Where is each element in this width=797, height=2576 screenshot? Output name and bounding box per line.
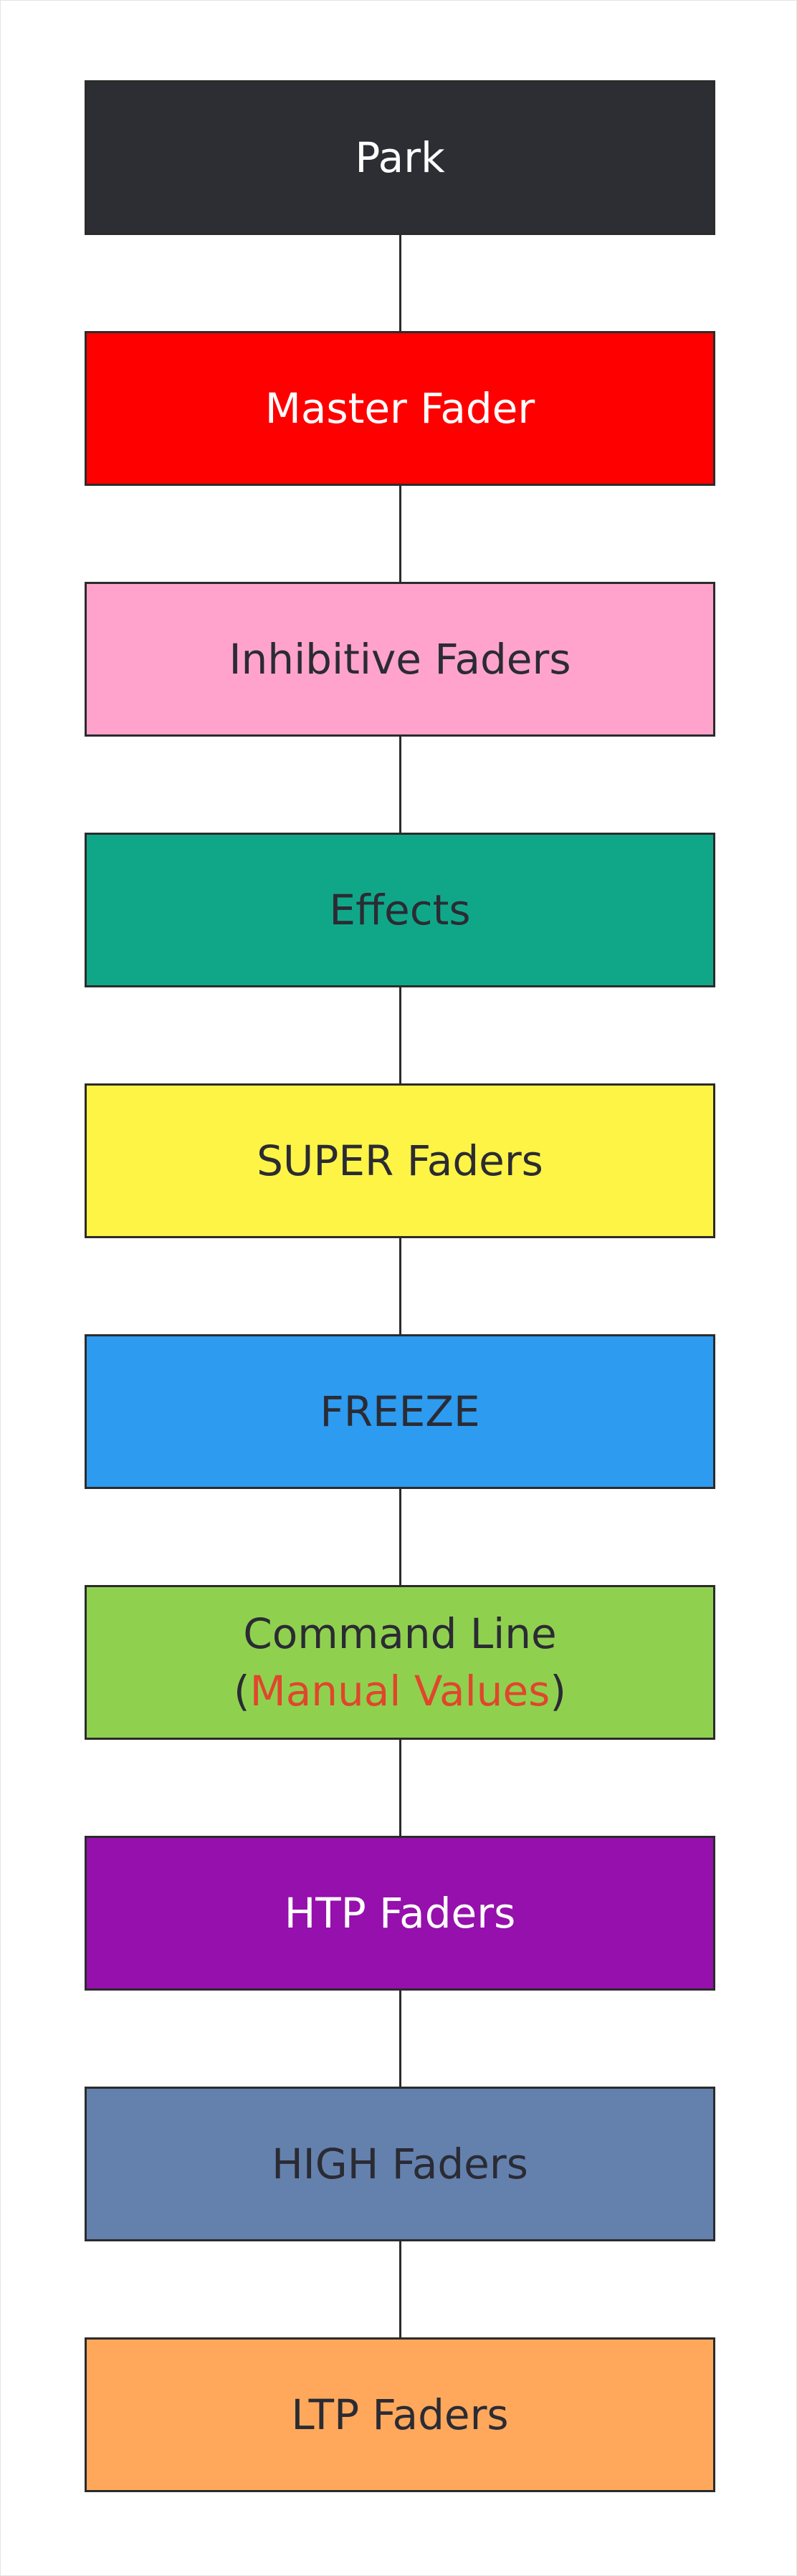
connector <box>398 1238 401 1334</box>
node-label: FREEZE <box>320 1387 480 1436</box>
node-master-fader: Master Fader <box>85 331 715 486</box>
node-freeze: FREEZE <box>85 1334 715 1489</box>
connector <box>398 235 401 331</box>
node-super-faders: SUPER Faders <box>85 1083 715 1238</box>
node-label: Command Line <box>243 1609 557 1658</box>
node-label: SUPER Faders <box>257 1136 543 1185</box>
node-label: Master Fader <box>264 384 535 433</box>
priority-stack: Park Master Fader Inhibitive Faders Effe… <box>85 80 715 2492</box>
node-ltp-faders: LTP Faders <box>85 2337 715 2492</box>
node-command-line: Command Line (Manual Values) <box>85 1585 715 1740</box>
node-high-faders: HIGH Faders <box>85 2087 715 2241</box>
node-park: Park <box>85 80 715 235</box>
node-label: Inhibitive Faders <box>229 635 571 684</box>
node-inhibitive-faders: Inhibitive Faders <box>85 582 715 737</box>
node-label: HIGH Faders <box>272 2140 528 2188</box>
paren-open: ( <box>234 1667 250 1715</box>
connector <box>398 1991 401 2087</box>
node-label: Park <box>355 133 445 182</box>
connector <box>398 1489 401 1585</box>
connector <box>398 737 401 833</box>
node-label: LTP Faders <box>291 2390 509 2439</box>
paren-close: ) <box>550 1667 566 1715</box>
node-sublabel: (Manual Values) <box>234 1662 566 1720</box>
manual-values-highlight: Manual Values <box>249 1667 550 1715</box>
connector <box>398 486 401 582</box>
node-label: Effects <box>329 886 471 934</box>
connector <box>398 2241 401 2337</box>
node-effects: Effects <box>85 833 715 987</box>
connector <box>398 1740 401 1836</box>
node-label: HTP Faders <box>284 1889 516 1938</box>
connector <box>398 987 401 1083</box>
node-htp-faders: HTP Faders <box>85 1836 715 1991</box>
